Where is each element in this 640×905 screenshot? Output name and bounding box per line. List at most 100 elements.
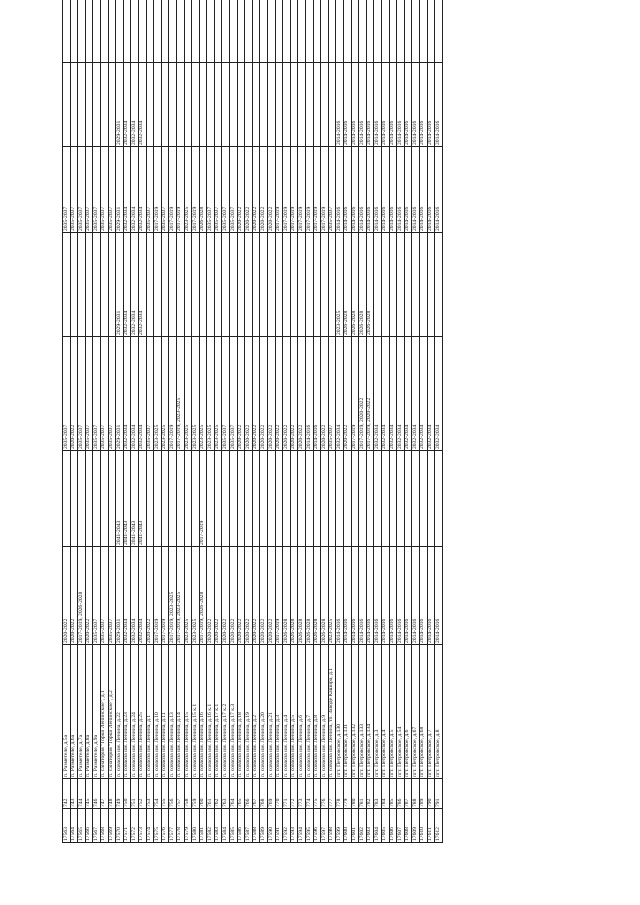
cell-period-2 [351, 450, 359, 547]
cell-record-id: 17573 [138, 808, 147, 843]
cell-period-3: 2032-2034 [389, 336, 397, 451]
cell-record-id: 17588 [252, 808, 260, 843]
cell-record-id: 17571 [123, 808, 131, 843]
cell-period-2 [328, 450, 336, 547]
cell-period-3: 2032-2034 [419, 336, 427, 451]
cell-period-4: 2026-2028 [358, 232, 367, 337]
cell-period-4 [297, 232, 306, 337]
cell-period-3: 2017-2019 [351, 336, 359, 451]
cell-period-7 [290, 0, 298, 63]
cell-period-1: 2020-2022 [85, 546, 93, 645]
cell-period-7 [138, 0, 147, 63]
cell-row-number: 769 [267, 778, 276, 809]
cell-record-id: 17607 [396, 808, 405, 843]
cell-row-number: 789 [419, 778, 427, 809]
cell-period-1: 2035-2037 [92, 546, 101, 645]
cell-period-4: 2023-2025 [335, 232, 344, 337]
cell-period-3: 2035-2037 [77, 336, 86, 451]
cell-period-4: 2029-2031 [115, 232, 124, 337]
cell-period-5: 2014-2016 [419, 146, 427, 233]
cell-address: пгт. Петровское, д.8 [434, 644, 443, 779]
cell-period-2 [214, 450, 222, 547]
cell-row-number: 790 [427, 778, 435, 809]
cell-row-number: 776 [320, 778, 329, 809]
cell-period-5: 2020-2022 [259, 146, 268, 233]
cell-period-5: 2014-2016 [351, 146, 359, 233]
cell-address: п. совхоза им. Ленина, д.3 [275, 644, 283, 779]
cell-period-6 [70, 62, 78, 147]
cell-period-2 [252, 450, 260, 547]
cell-period-7 [275, 0, 283, 63]
cell-period-2 [419, 450, 427, 547]
cell-period-3: 2020-2022 [343, 336, 352, 451]
cell-address: п. совхоза им. Ленина, д.15 к.1 [191, 644, 200, 779]
cell-row-number: 764 [229, 778, 238, 809]
cell-period-7 [343, 0, 352, 63]
cell-period-7 [297, 0, 306, 63]
cell-row-number: 756 [168, 778, 177, 809]
cell-row-number: 768 [259, 778, 268, 809]
cell-period-5: 2017-2019 [191, 146, 200, 233]
cell-row-number: 783 [373, 778, 382, 809]
cell-period-7 [282, 0, 291, 63]
cell-record-id: 17572 [130, 808, 139, 843]
cell-period-6 [282, 62, 291, 147]
cell-record-id: 17583 [214, 808, 222, 843]
cell-period-6: 2014-2016 [335, 62, 344, 147]
cell-record-id: 17595 [305, 808, 314, 843]
cell-period-7 [237, 0, 245, 63]
cell-period-2 [85, 450, 93, 547]
cell-period-1: 2014-2016 [373, 546, 382, 645]
cell-period-7 [70, 0, 78, 63]
cell-record-id: 17578 [176, 808, 184, 843]
cell-period-5: 2020-2022 [244, 146, 253, 233]
cell-row-number: 788 [411, 778, 420, 809]
cell-period-1: 2014-2016 [351, 546, 359, 645]
cell-period-2 [70, 450, 78, 547]
cell-period-3: 2017-2019 [168, 336, 177, 451]
cell-period-6: 2014-2016 [343, 62, 352, 147]
cell-row-number: 750 [123, 778, 131, 809]
cell-period-4 [244, 232, 253, 337]
cell-period-7 [358, 0, 367, 63]
cell-period-7 [411, 0, 420, 63]
cell-period-6 [176, 62, 184, 147]
cell-address: п. совхоза им. Ленина, д.2 [252, 644, 260, 779]
cell-period-4 [100, 232, 109, 337]
cell-address: пгт. Петровское, д.5 [389, 644, 397, 779]
cell-period-6 [267, 62, 276, 147]
cell-period-6 [328, 62, 336, 147]
cell-record-id: 17605 [381, 808, 390, 843]
cell-period-4: 2032-2034 [130, 232, 139, 337]
cell-period-7 [419, 0, 427, 63]
cell-period-1: 2014-2016 [343, 546, 352, 645]
cell-period-6: 2014-2016 [434, 62, 443, 147]
cell-period-7 [206, 0, 215, 63]
cell-period-2 [244, 450, 253, 547]
cell-period-2 [237, 450, 245, 547]
cell-period-3: 2032-2034 [404, 336, 412, 451]
cell-period-6 [252, 62, 260, 147]
cell-period-1: 2032-2034 [130, 546, 139, 645]
cell-period-7 [214, 0, 222, 63]
cell-row-number: 754 [153, 778, 162, 809]
cell-row-number: 742 [62, 778, 71, 809]
cell-period-3: 2032-2034 [427, 336, 435, 451]
cell-period-7 [100, 0, 109, 63]
cell-period-6: 2014-2016 [381, 62, 390, 147]
cell-address: п. совхоза им. Ленина, д.16 [199, 644, 207, 779]
cell-period-6: 2014-2016 [358, 62, 367, 147]
cell-period-4 [389, 232, 397, 337]
cell-period-5: 2026-2028 [199, 146, 207, 233]
cell-period-1: 2023-2025 [328, 546, 336, 645]
cell-period-5: 2014-2016 [396, 146, 405, 233]
cell-address: п. Разметеле, д.9а [92, 644, 101, 779]
cell-period-7 [115, 0, 124, 63]
cell-period-3: 2035-2037 [146, 336, 154, 451]
